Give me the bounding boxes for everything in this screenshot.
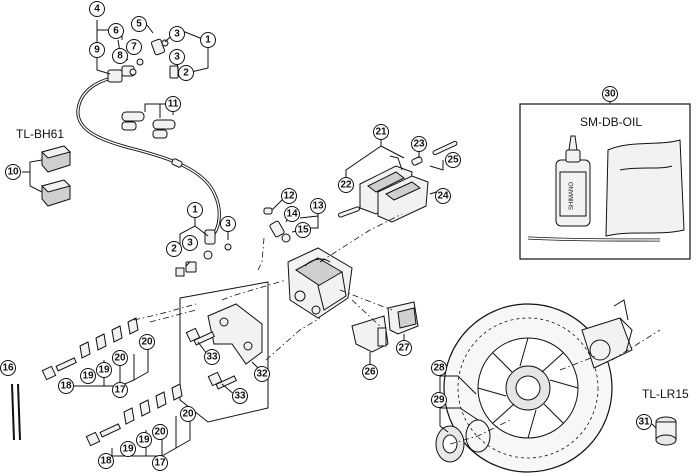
callout-22: 22 bbox=[340, 180, 352, 191]
callout-14: 14 bbox=[286, 209, 298, 220]
callout-20-a: 20 bbox=[114, 353, 126, 364]
hose-assembly bbox=[76, 38, 232, 277]
callout-30: 30 bbox=[604, 89, 616, 100]
callout-2-bottom: 2 bbox=[171, 244, 177, 255]
callout-3-left: 3 bbox=[187, 238, 193, 249]
callout-19-c: 19 bbox=[122, 444, 134, 455]
callout-1-top: 1 bbox=[205, 35, 211, 46]
assembly-centerlines bbox=[133, 213, 661, 445]
callout-17-lower: 17 bbox=[154, 458, 166, 469]
callout-27: 27 bbox=[398, 343, 410, 354]
callout-25: 25 bbox=[447, 155, 459, 166]
label-tl-lr15: TL-LR15 bbox=[642, 387, 689, 401]
callout-23: 23 bbox=[413, 139, 425, 150]
callout-9: 9 bbox=[94, 45, 100, 56]
callout-6: 6 bbox=[113, 26, 119, 37]
brake-caliper bbox=[263, 207, 353, 319]
callout-10: 10 bbox=[7, 167, 19, 178]
oil-bottle-text: SHIMANO bbox=[569, 182, 575, 210]
callout-3-right: 3 bbox=[225, 219, 231, 230]
callout-marker bbox=[89, 1, 105, 17]
callout-33-upper: 33 bbox=[206, 352, 218, 363]
callout-11: 11 bbox=[168, 99, 179, 110]
callout-18-lower: 18 bbox=[100, 456, 112, 467]
callout-29: 29 bbox=[433, 395, 445, 406]
label-sm-db-oil: SM-DB-OIL bbox=[580, 115, 642, 129]
callout-32: 32 bbox=[256, 369, 268, 380]
callout-2-top: 2 bbox=[183, 68, 189, 79]
bleed-block-tool bbox=[22, 145, 71, 207]
callout-16: 16 bbox=[2, 363, 14, 374]
callout-12: 12 bbox=[283, 191, 295, 202]
callout-4: 4 bbox=[94, 4, 100, 15]
callout-7: 7 bbox=[131, 42, 137, 53]
callout-20-c: 20 bbox=[154, 427, 166, 438]
callout-19-d: 19 bbox=[138, 435, 150, 446]
callout-21: 21 bbox=[375, 127, 387, 138]
rotor-assembly bbox=[435, 299, 677, 473]
callout-13: 13 bbox=[312, 201, 324, 212]
callout-20-b: 20 bbox=[141, 337, 153, 348]
adapter-section bbox=[179, 281, 269, 423]
callout-numbers: 4 5 6 7 8 9 3 1 3 2 11 10 1 2 3 3 12 13 bbox=[0, 1, 652, 471]
callout-15: 15 bbox=[297, 225, 309, 236]
callout-19-b: 19 bbox=[98, 365, 110, 376]
callout-31: 31 bbox=[638, 417, 650, 428]
callout-20-d: 20 bbox=[182, 409, 194, 420]
tool-labels: TL-BH61 TL-LR15 SM-DB-OIL SHIMANO bbox=[16, 115, 689, 401]
callout-19-a: 19 bbox=[82, 371, 94, 382]
callout-33-lower: 33 bbox=[234, 391, 246, 402]
callout-5: 5 bbox=[136, 19, 142, 30]
callout-8: 8 bbox=[117, 51, 123, 62]
callout-18-upper: 18 bbox=[60, 381, 72, 392]
callout-1-bottom: 1 bbox=[192, 205, 198, 216]
label-tl-bh61: TL-BH61 bbox=[16, 127, 64, 141]
callout-3-top: 3 bbox=[174, 29, 180, 40]
callout-28: 28 bbox=[433, 363, 445, 374]
adapter-rows bbox=[11, 317, 191, 460]
callout-3-mid: 3 bbox=[174, 52, 180, 63]
brake-pads bbox=[338, 138, 458, 223]
callout-24: 24 bbox=[437, 191, 449, 202]
callout-17-upper: 17 bbox=[114, 385, 126, 396]
callout-26: 26 bbox=[364, 367, 376, 378]
oil-panel bbox=[519, 100, 691, 260]
